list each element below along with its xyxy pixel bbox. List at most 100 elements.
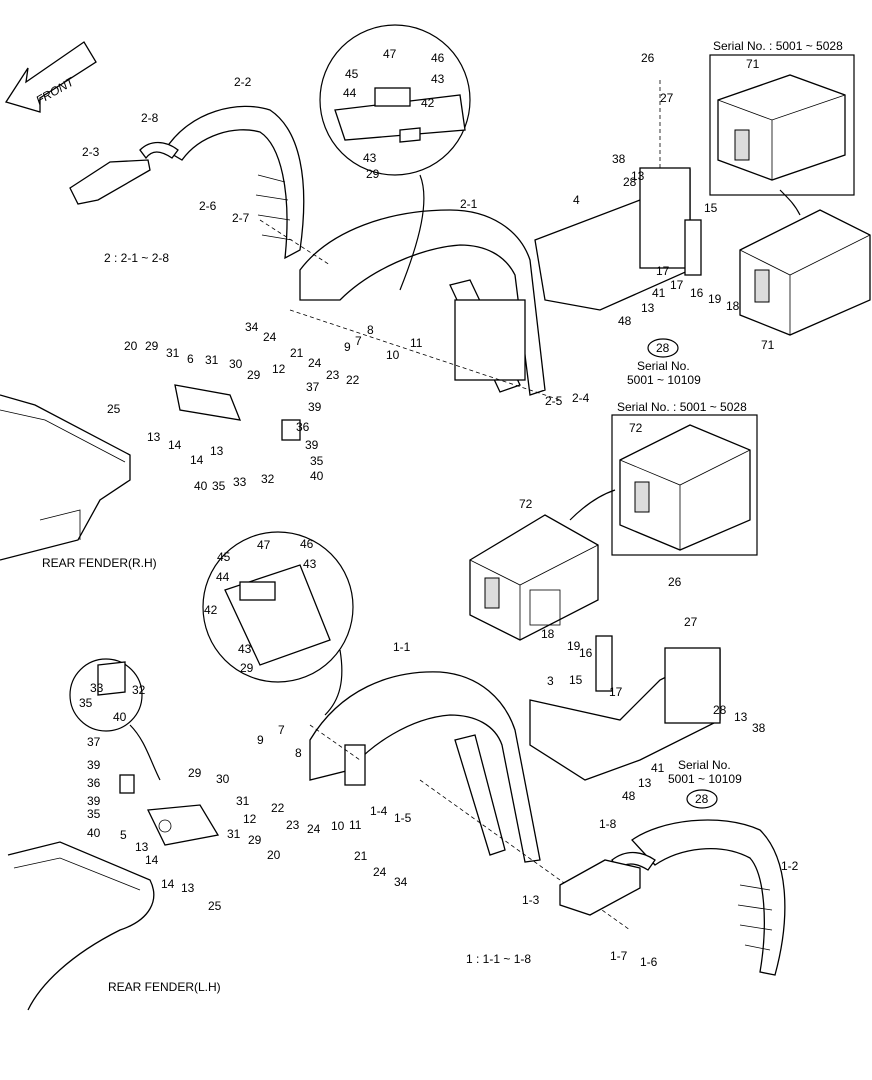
part-callout: 2-7 bbox=[232, 211, 250, 225]
part-callout: 14 bbox=[168, 438, 182, 452]
part-callout: 12 bbox=[243, 812, 257, 826]
serial-caption-low-bottom: 5001 ~ 10109 bbox=[668, 772, 742, 786]
part-callout: 16 bbox=[579, 646, 593, 660]
part-callout: 2-8 bbox=[141, 111, 159, 125]
part-callout: 38 bbox=[752, 721, 766, 735]
part-callout: 36 bbox=[296, 420, 310, 434]
part-callout: 1-8 bbox=[599, 817, 617, 831]
part-callout: 13 bbox=[210, 444, 224, 458]
part-callout: 41 bbox=[652, 286, 666, 300]
part-callout: 12 bbox=[272, 362, 286, 376]
part-callout: 25 bbox=[107, 402, 121, 416]
fender-2-1 bbox=[259, 209, 561, 401]
part-callout: 33 bbox=[233, 475, 247, 489]
part-callout: 14 bbox=[190, 453, 204, 467]
part-callout: 31 bbox=[236, 794, 250, 808]
part-callout: 14 bbox=[161, 877, 175, 891]
serial-caption-box2: Serial No. : 5001 ~ 5028 bbox=[617, 400, 747, 414]
part-callout: 28 bbox=[623, 175, 637, 189]
part-callout: 27 bbox=[660, 91, 674, 105]
flap-2-3 bbox=[69, 159, 151, 205]
part-callout: 44 bbox=[343, 86, 357, 100]
part-callout: 71 bbox=[761, 338, 775, 352]
part-callout: 42 bbox=[204, 603, 218, 617]
box-71-lower bbox=[739, 189, 871, 336]
circled-ref-label: 28 bbox=[656, 341, 670, 355]
part-callout: 1-1 bbox=[393, 640, 411, 654]
part-callout: 2-6 bbox=[199, 199, 217, 213]
part-callout: 13 bbox=[641, 301, 655, 315]
part-callout: 3 bbox=[547, 674, 554, 688]
part-callout: 48 bbox=[618, 314, 632, 328]
part-callout: 29 bbox=[366, 167, 380, 181]
part-callout: 11 bbox=[349, 818, 362, 832]
circled-ref-label: 28 bbox=[695, 792, 709, 806]
part-callout: 18 bbox=[726, 299, 740, 313]
part-callout: 4 bbox=[573, 193, 580, 207]
part-callout: 35 bbox=[310, 454, 324, 468]
part-callout: 35 bbox=[79, 696, 93, 710]
part-callout: 72 bbox=[519, 497, 533, 511]
part-callout: 2-4 bbox=[572, 391, 590, 405]
part-callout: 13 bbox=[631, 169, 645, 183]
rear-fender-rh-outline bbox=[0, 394, 131, 561]
part-callout: 43 bbox=[303, 557, 317, 571]
part-callout: 9 bbox=[344, 340, 351, 354]
fender-arc-2-2 bbox=[164, 105, 305, 260]
part-callout: 13 bbox=[147, 430, 161, 444]
part-callout: 25 bbox=[208, 899, 222, 913]
part-callout: 6 bbox=[187, 352, 194, 366]
bracket-4 bbox=[534, 80, 702, 311]
part-callout: 13 bbox=[181, 881, 195, 895]
part-callout: 47 bbox=[257, 538, 271, 552]
detail-circle-top bbox=[319, 24, 471, 291]
circled-ref-28-bottom: 28 bbox=[686, 789, 718, 809]
part-callout: 40 bbox=[310, 469, 324, 483]
part-callout: 44 bbox=[216, 570, 230, 584]
box-71-upper bbox=[709, 54, 855, 196]
part-callout: 24 bbox=[307, 822, 321, 836]
part-callout: 36 bbox=[87, 776, 101, 790]
part-callout: 37 bbox=[306, 380, 320, 394]
group-1-caption: 1 : 1-1 ~ 1-8 bbox=[466, 952, 531, 966]
part-callout: 17 bbox=[609, 685, 623, 699]
part-callout: 2-5 bbox=[545, 394, 563, 408]
part-callout: 40 bbox=[194, 479, 208, 493]
part-callout: 42 bbox=[421, 96, 435, 110]
detail-circle-small bbox=[69, 658, 161, 781]
part-callout: 19 bbox=[567, 639, 581, 653]
part-callout: 21 bbox=[354, 849, 368, 863]
part-callout: 24 bbox=[263, 330, 277, 344]
part-callout: 43 bbox=[363, 151, 377, 165]
part-callout: 1-3 bbox=[522, 893, 540, 907]
part-callout: 15 bbox=[704, 201, 718, 215]
part-callout: 24 bbox=[308, 356, 322, 370]
part-callout: 29 bbox=[188, 766, 202, 780]
part-callout: 10 bbox=[386, 348, 400, 362]
part-callout: 39 bbox=[308, 400, 322, 414]
part-callout: 16 bbox=[690, 286, 704, 300]
detail-circle-bottom bbox=[202, 531, 354, 716]
part-callout: 27 bbox=[684, 615, 698, 629]
part-callout: 10 bbox=[331, 819, 345, 833]
box-72-main bbox=[469, 489, 616, 641]
part-callout: 19 bbox=[708, 292, 722, 306]
part-callout: 20 bbox=[267, 848, 281, 862]
part-callout: 5 bbox=[120, 828, 127, 842]
part-callout: 35 bbox=[212, 479, 226, 493]
part-callout: 47 bbox=[383, 47, 397, 61]
part-callout: 21 bbox=[290, 346, 304, 360]
part-callout: 17 bbox=[670, 278, 684, 292]
part-callout: 2-3 bbox=[82, 145, 100, 159]
part-callout: 28 bbox=[713, 703, 727, 717]
part-callout: 7 bbox=[355, 334, 362, 348]
serial-caption-mid-bottom: 5001 ~ 10109 bbox=[627, 373, 701, 387]
part-callout: 1-4 bbox=[370, 804, 388, 818]
part-callout: 1-5 bbox=[394, 811, 412, 825]
part-callout: 14 bbox=[145, 853, 159, 867]
part-callout: 45 bbox=[345, 67, 359, 81]
part-callout: 1-6 bbox=[640, 955, 658, 969]
part-callout: 37 bbox=[87, 735, 101, 749]
part-callout: 45 bbox=[217, 550, 231, 564]
flap-1-3 bbox=[559, 859, 641, 916]
